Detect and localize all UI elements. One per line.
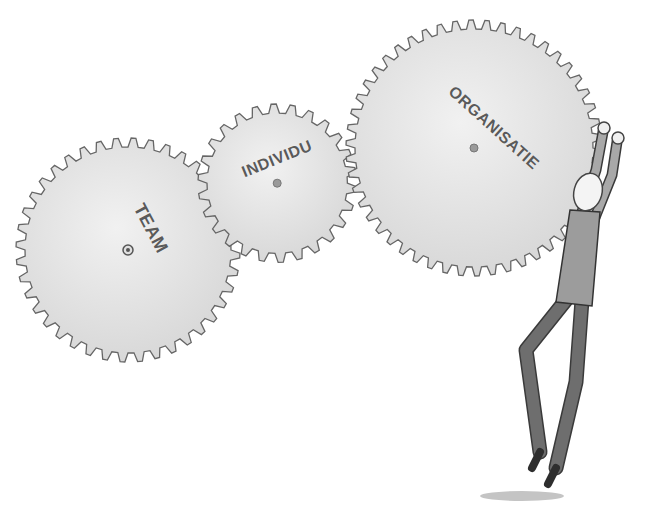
gear-hub: [273, 179, 281, 187]
gear-outline: [196, 102, 358, 264]
gear-teeth: [16, 138, 240, 362]
gear-teeth: [198, 104, 356, 262]
gear-hub: [470, 144, 478, 152]
shadow: [480, 491, 564, 501]
gear-outline: [344, 18, 604, 278]
arms: [580, 122, 624, 220]
torso: [556, 210, 600, 306]
gear: ORGANISATIE: [344, 18, 604, 278]
head: [570, 170, 607, 214]
gear-hub-center: [126, 248, 130, 252]
gear-teeth: [346, 20, 602, 276]
gear-hub: [123, 245, 133, 255]
gear: INDIVIDU: [196, 102, 358, 264]
legs: [526, 300, 582, 484]
